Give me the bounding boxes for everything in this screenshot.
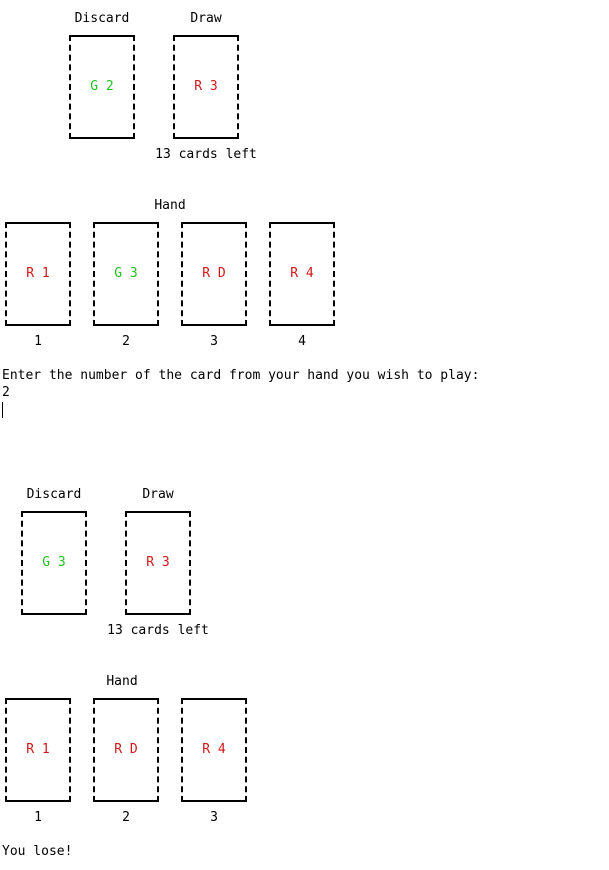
cards-left-count: 13 cards left (107, 623, 209, 638)
hand-card-face: R 1 (26, 266, 50, 281)
hand-card-3[interactable]: R 4 (181, 698, 247, 802)
game-result: You lose! (2, 844, 73, 859)
hand-card-face: R D (114, 742, 138, 757)
hand-card-1[interactable]: R 1 (5, 222, 71, 326)
hand-label: Hand (154, 198, 186, 213)
hand-card-2[interactable]: G 3 (93, 222, 159, 326)
hand-card-3[interactable]: R D (181, 222, 247, 326)
hand-card-face: G 3 (114, 266, 138, 281)
text-cursor (2, 402, 3, 418)
hand-card-index: 1 (34, 810, 42, 825)
play-prompt: Enter the number of the card from your h… (2, 368, 480, 383)
hand-card-1[interactable]: R 1 (5, 698, 71, 802)
hand-card-index: 3 (210, 810, 218, 825)
hand-card-face: R 4 (290, 266, 314, 281)
user-input[interactable]: 2 (2, 385, 10, 400)
discard-pile-label: Discard (26, 487, 82, 502)
hand-card-index: 3 (210, 334, 218, 349)
hand-card-index: 1 (34, 334, 42, 349)
hand-label: Hand (106, 674, 138, 689)
hand-card-index: 4 (298, 334, 306, 349)
hand-card-index: 2 (122, 810, 130, 825)
draw-pile-label: Draw (142, 487, 174, 502)
discard-pile-label: Discard (74, 11, 130, 26)
draw-card-face: R 3 (194, 79, 218, 94)
draw-pile-card[interactable]: R 3 (125, 511, 191, 615)
cards-left-count: 13 cards left (155, 147, 257, 162)
discard-pile-card: G 2 (69, 35, 135, 139)
hand-card-2[interactable]: R D (93, 698, 159, 802)
hand-card-index: 2 (122, 334, 130, 349)
discard-card-face: G 3 (42, 555, 66, 570)
hand-card-face: R D (202, 266, 226, 281)
draw-card-face: R 3 (146, 555, 170, 570)
discard-card-face: G 2 (90, 79, 114, 94)
draw-pile-label: Draw (190, 11, 222, 26)
hand-card-face: R 1 (26, 742, 50, 757)
draw-pile-card[interactable]: R 3 (173, 35, 239, 139)
discard-pile-card: G 3 (21, 511, 87, 615)
hand-card-4[interactable]: R 4 (269, 222, 335, 326)
hand-card-face: R 4 (202, 742, 226, 757)
